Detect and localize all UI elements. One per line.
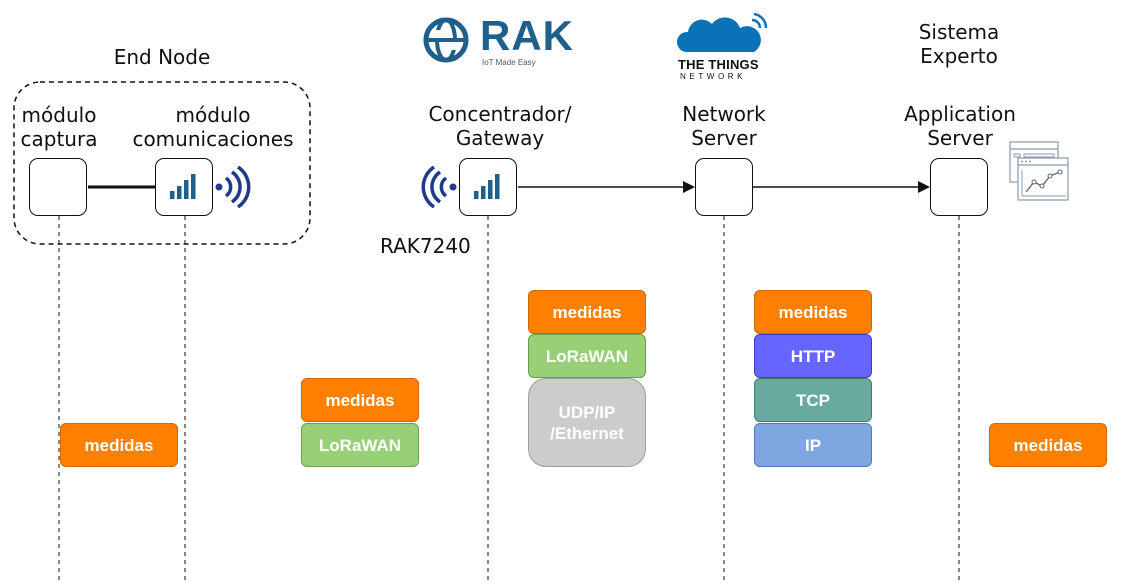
comms-stack-lorawan: LoRaWAN (301, 423, 419, 467)
gateway-stack-lorawan: LoRaWAN (528, 334, 646, 378)
gateway-radio-waves-icon (421, 166, 457, 208)
application-server-label: Application Server (904, 102, 1016, 150)
application-stack-medidas: medidas (989, 423, 1107, 467)
sistema-experto-label: Sistema Experto (918, 20, 1000, 68)
rak-tagline: IoT Made Easy (482, 58, 536, 67)
comms-module-label: módulo comunicaciones (132, 103, 294, 151)
application-server-node (930, 158, 988, 216)
ttn-logo: THE THINGS NETWORK (676, 10, 776, 82)
gateway-model-label: RAK7240 (380, 234, 471, 258)
rak-globe-icon (423, 17, 469, 63)
capture-module-node (29, 158, 87, 216)
radio-waves-icon (215, 166, 251, 208)
gateway-label: Concentrador/ Gateway (428, 102, 572, 150)
capture-stack-medidas: medidas (60, 423, 178, 467)
network-stack-medidas: medidas (754, 290, 872, 334)
end-node-title: End Node (113, 45, 211, 69)
network-stack-tcp: TCP (754, 378, 872, 422)
signal-bars-icon (474, 174, 500, 199)
gateway-stack-medidas: medidas (528, 290, 646, 334)
gateway-stack-udp-ip-ethernet: UDP/IP /Ethernet (528, 378, 646, 467)
dashboard-chart-icon (1009, 141, 1069, 201)
network-stack-ip: IP (754, 423, 872, 467)
capture-module-label: módulo captura (20, 103, 98, 151)
rak-logo-text: RAK (480, 12, 574, 59)
ttn-logo-line1: THE THINGS (678, 57, 759, 72)
comms-module-node (155, 158, 213, 216)
ttn-logo-line2: NETWORK (680, 72, 747, 81)
network-server-label: Network Server (682, 102, 766, 150)
gateway-node (459, 158, 517, 216)
network-server-node (695, 158, 753, 216)
end-node-group-border (13, 81, 311, 245)
network-stack-http: HTTP (754, 334, 872, 378)
signal-bars-icon (170, 174, 196, 199)
rak-logo: RAK IoT Made Easy (420, 12, 580, 72)
comms-stack-medidas: medidas (301, 378, 419, 422)
ttn-cloud-icon (676, 12, 768, 52)
